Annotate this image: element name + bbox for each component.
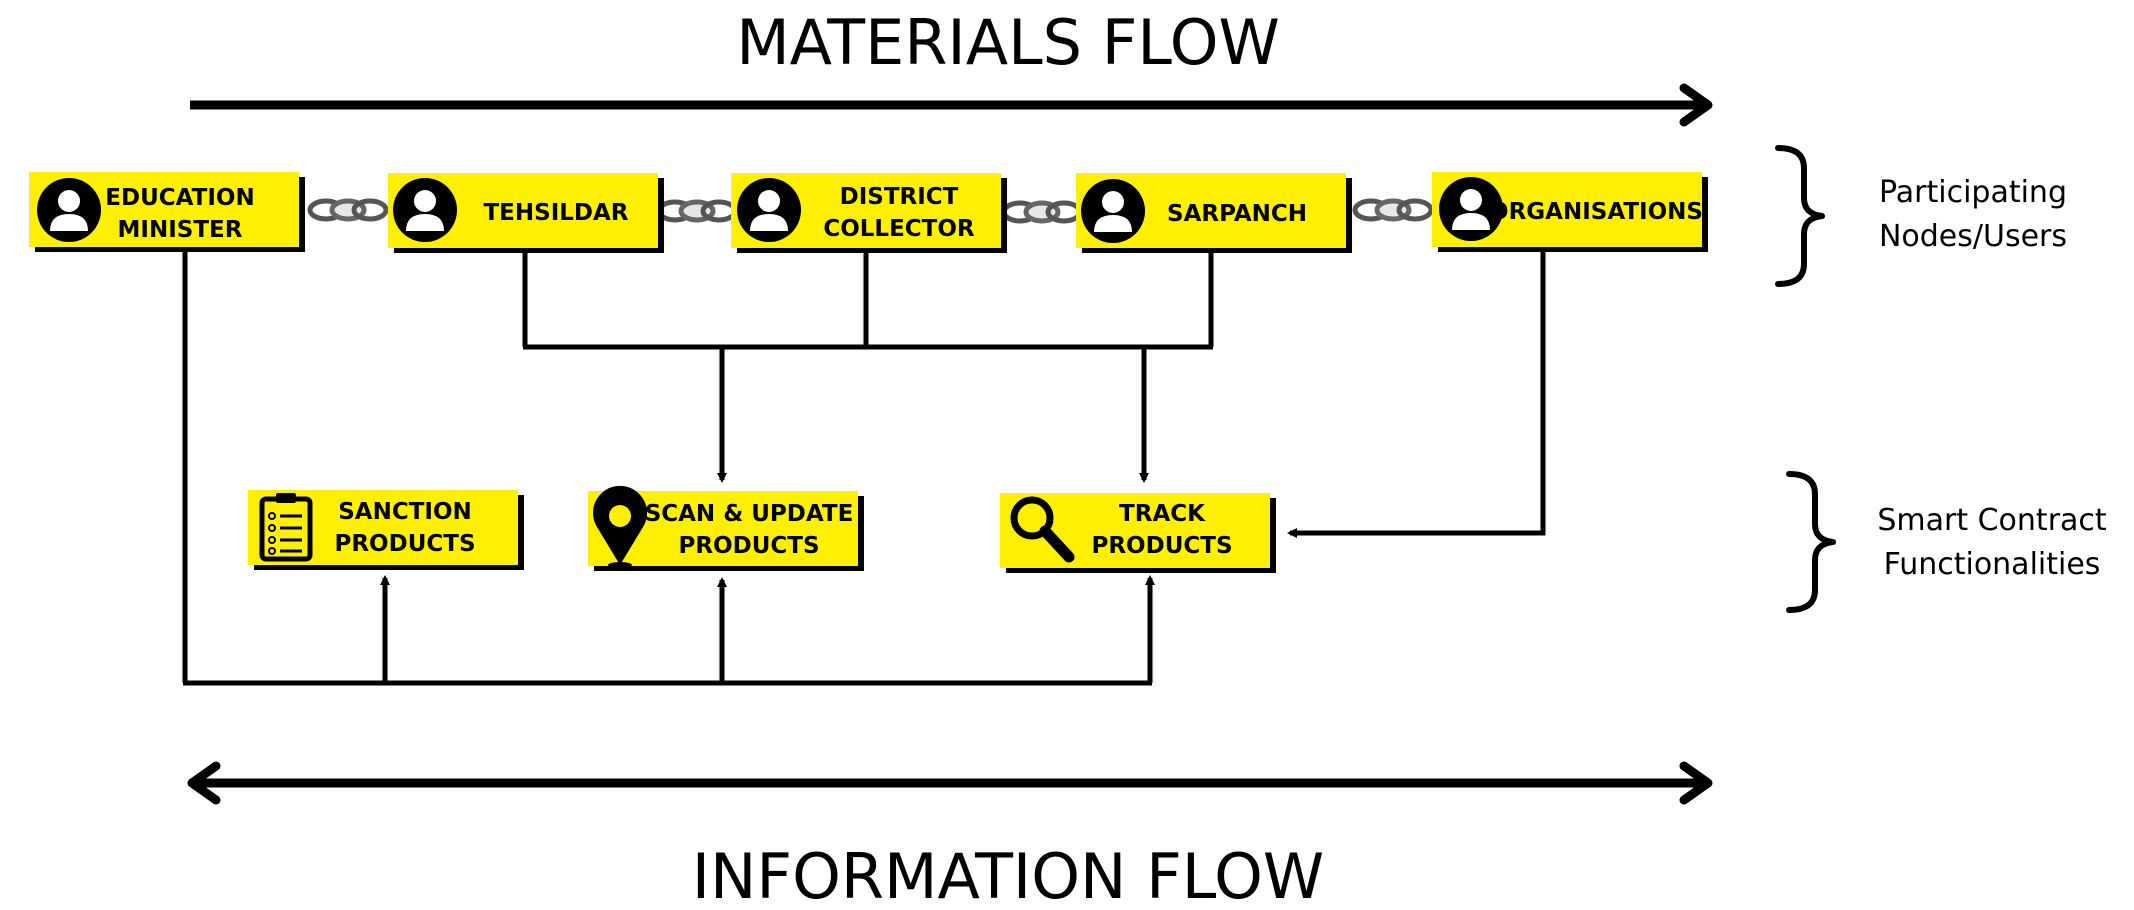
- node-label: SARPANCH: [1167, 201, 1307, 227]
- function-label: PRODUCTS: [1091, 533, 1232, 559]
- chain-link-icon: [659, 202, 735, 220]
- function-label: SANCTION: [338, 499, 472, 525]
- node-sarpanch: SARPANCH: [1076, 173, 1352, 253]
- smart-contract-label: Smart Contract: [1877, 503, 2107, 538]
- participating-label: Nodes/Users: [1879, 219, 2067, 254]
- function-label: TRACK: [1119, 501, 1206, 527]
- node-label: MINISTER: [118, 217, 243, 243]
- materials-flow-heading: MATERIALS FLOW: [736, 6, 1280, 79]
- magnifier-icon: [1010, 496, 1075, 563]
- node-district-collector: DISTRICT COLLECTOR: [731, 173, 1007, 253]
- materials-flow-arrow: [190, 83, 1713, 127]
- function-sanction-products: SANCTION PRODUCTS: [248, 490, 524, 570]
- participating-label: Participating: [1879, 175, 2067, 210]
- function-label: SCAN & UPDATE: [645, 501, 854, 527]
- node-education-minister: EDUCATION MINISTER: [29, 172, 305, 252]
- function-label: PRODUCTS: [678, 533, 819, 559]
- information-flow-heading: INFORMATION FLOW: [692, 840, 1324, 910]
- node-label: EDUCATION: [105, 185, 254, 211]
- chain-link-icon: [1004, 203, 1080, 221]
- user-icon: [37, 178, 101, 242]
- user-icon: [1081, 179, 1145, 243]
- user-icon: [393, 178, 457, 242]
- smart-contract-label: Functionalities: [1884, 547, 2101, 582]
- node-label: TEHSILDAR: [483, 200, 628, 226]
- node-label: COLLECTOR: [823, 216, 975, 242]
- node-label: ORGANISATIONS: [1489, 199, 1703, 225]
- location-pin-icon: [592, 485, 647, 568]
- participating-brace: [1775, 145, 1825, 287]
- function-scan-update-products: SCAN & UPDATE PRODUCTS: [588, 485, 864, 571]
- connector-lines: [182, 252, 1546, 686]
- chain-link-icon: [1355, 201, 1431, 219]
- function-label: PRODUCTS: [334, 531, 475, 557]
- chain-link-icon: [310, 201, 386, 219]
- node-tehsildar: TEHSILDAR: [388, 173, 664, 253]
- node-organisations: ORGANISATIONS: [1432, 172, 1708, 252]
- user-icon: [737, 178, 801, 242]
- node-label: DISTRICT: [840, 184, 959, 210]
- function-track-products: TRACK PRODUCTS: [1000, 493, 1276, 573]
- smart-contract-brace: [1786, 471, 1836, 613]
- clipboard-icon: [259, 493, 313, 562]
- information-flow-arrow: [187, 761, 1713, 805]
